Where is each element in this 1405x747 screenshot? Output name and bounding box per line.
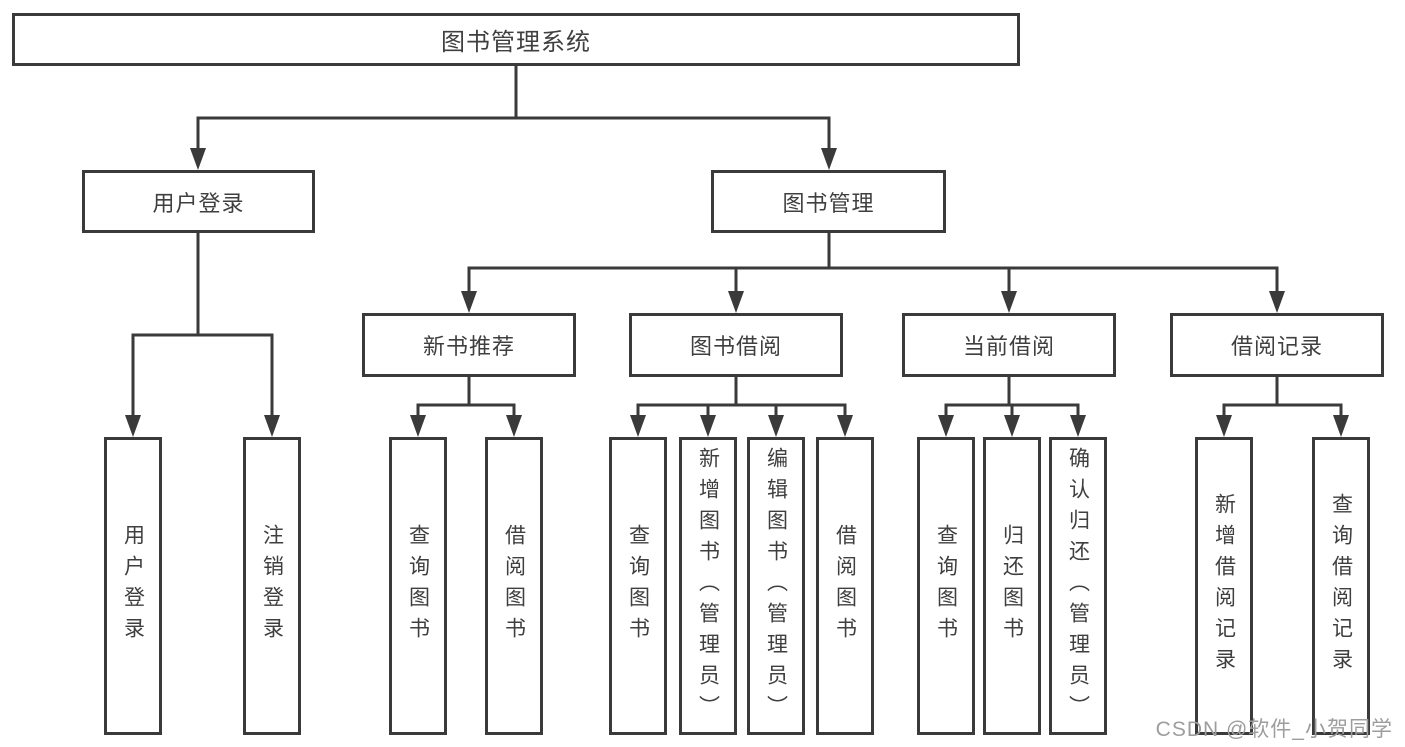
leaf-query-books-current: 查询图书 <box>917 437 975 735</box>
arrowheads <box>125 148 1349 437</box>
arrow-down-icon <box>768 415 784 437</box>
node-label: 借阅记录 <box>1230 334 1323 359</box>
leaf-confirm-return-admin: 确认归还（管理员） <box>1049 437 1107 735</box>
arrow-down-icon <box>630 415 646 437</box>
arrow-down-icon <box>1070 415 1086 437</box>
arrow-down-icon <box>410 415 426 437</box>
node-label: 图书管理系统 <box>441 29 591 56</box>
node-label: 查询借阅记录 <box>1329 493 1353 679</box>
csdn-watermark: CSDN @软件_小贺同学 <box>1155 718 1393 741</box>
arrow-down-icon <box>1216 415 1232 437</box>
node-label: 注销登录 <box>260 524 284 648</box>
node-label: 查询图书 <box>406 524 430 648</box>
node-book-borrow: 图书借阅 <box>629 313 843 377</box>
leaf-query-books-borrow: 查询图书 <box>609 437 667 735</box>
leaf-borrow-books-recommend: 借阅图书 <box>485 437 543 735</box>
node-current-borrow: 当前借阅 <box>902 313 1116 377</box>
arrow-down-icon <box>264 415 280 437</box>
node-label: 新书推荐 <box>422 334 515 359</box>
arrow-down-icon <box>1269 291 1285 313</box>
leaf-query-books-recommend: 查询图书 <box>389 437 447 735</box>
node-label: 图书管理 <box>782 190 875 216</box>
arrow-down-icon <box>190 148 206 170</box>
node-new-book-recommend: 新书推荐 <box>362 313 576 377</box>
arrow-down-icon <box>1333 415 1349 437</box>
node-label: 归还图书 <box>1000 524 1024 648</box>
leaf-logout: 注销登录 <box>243 437 301 735</box>
leaf-edit-book-admin: 编辑图书（管理员） <box>747 437 805 735</box>
leaf-query-borrow-record: 查询借阅记录 <box>1312 437 1370 735</box>
node-label: 用户登录 <box>121 524 145 648</box>
leaf-add-borrow-record: 新增借阅记录 <box>1195 437 1253 735</box>
leaf-add-book-admin: 新增图书（管理员） <box>679 437 737 735</box>
arrow-down-icon <box>125 415 141 437</box>
node-label: 借阅图书 <box>833 524 857 648</box>
arrow-down-icon <box>700 415 716 437</box>
arrow-down-icon <box>461 291 477 313</box>
node-label: 查询图书 <box>626 524 650 648</box>
leaf-return-books: 归还图书 <box>983 437 1041 735</box>
node-label: 新增借阅记录 <box>1212 493 1236 679</box>
arrow-down-icon <box>821 148 837 170</box>
node-user-login: 用户登录 <box>82 170 315 233</box>
leaf-borrow-books: 借阅图书 <box>816 437 874 735</box>
node-label: 图书借阅 <box>689 334 782 359</box>
arrow-down-icon <box>837 415 853 437</box>
arrow-down-icon <box>728 291 744 313</box>
arrow-down-icon <box>938 415 954 437</box>
arrow-down-icon <box>506 415 522 437</box>
arrow-down-icon <box>1001 291 1017 313</box>
node-book-management: 图书管理 <box>711 170 946 233</box>
node-label: 当前借阅 <box>962 334 1055 359</box>
node-label: 确认归还（管理员） <box>1066 446 1090 726</box>
node-label: 借阅图书 <box>502 524 526 648</box>
node-borrow-records: 借阅记录 <box>1170 313 1384 377</box>
node-label: 编辑图书（管理员） <box>764 446 788 726</box>
leaf-user-login: 用户登录 <box>104 437 162 735</box>
node-label: 新增图书（管理员） <box>696 446 720 726</box>
node-system-root: 图书管理系统 <box>12 13 1020 66</box>
node-label: 查询图书 <box>934 524 958 648</box>
arrow-down-icon <box>1004 415 1020 437</box>
node-label: 用户登录 <box>152 190 245 216</box>
